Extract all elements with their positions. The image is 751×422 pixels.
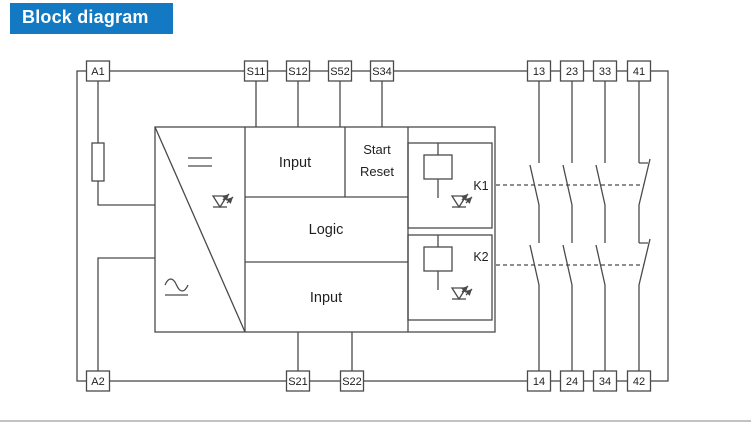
k1-cell xyxy=(407,142,493,229)
terminal-42: 42 xyxy=(626,370,652,392)
svg-text:S52: S52 xyxy=(330,66,350,78)
control-terminal-wires xyxy=(255,81,383,371)
no-contacts xyxy=(529,164,606,286)
terminal-14: 14 xyxy=(526,370,552,392)
supply-wires xyxy=(97,81,155,371)
svg-text:14: 14 xyxy=(533,376,545,388)
terminal-23: 23 xyxy=(559,60,585,82)
svg-text:S34: S34 xyxy=(372,66,392,78)
logic-label: Logic xyxy=(309,222,344,238)
input-top-label: Input xyxy=(279,155,311,171)
svg-text:S12: S12 xyxy=(288,66,308,78)
k2-label: K2 xyxy=(473,250,488,264)
terminal-s12: S12 xyxy=(285,60,311,82)
svg-text:24: 24 xyxy=(566,376,578,388)
svg-text:S22: S22 xyxy=(342,376,362,388)
power-supply-section xyxy=(154,126,246,333)
section-title: Block diagram xyxy=(22,7,149,27)
terminal-s34: S34 xyxy=(369,60,395,82)
svg-text:13: 13 xyxy=(533,66,545,78)
k1-led-icon xyxy=(452,194,472,207)
relay-k1: K1 xyxy=(407,142,493,229)
svg-text:34: 34 xyxy=(599,376,611,388)
module-body xyxy=(154,126,496,333)
terminal-33: 33 xyxy=(592,60,618,82)
terminal-s22: S22 xyxy=(339,370,365,392)
k2-led-icon xyxy=(452,286,472,299)
svg-text:23: 23 xyxy=(566,66,578,78)
enclosure-outline xyxy=(76,70,669,382)
terminal-24: 24 xyxy=(559,370,585,392)
k2-cell xyxy=(407,234,493,321)
svg-text:42: 42 xyxy=(633,376,645,388)
output-contact-wires xyxy=(538,81,640,371)
terminal-13: 13 xyxy=(526,60,552,82)
section-header: Block diagram xyxy=(10,3,173,34)
dc-symbol xyxy=(188,157,212,167)
relay-k2: K2 xyxy=(407,234,493,321)
fuse-icon xyxy=(91,142,105,182)
svg-text:S11: S11 xyxy=(247,66,266,78)
ac-symbol xyxy=(164,278,189,296)
reset-label: Reset xyxy=(360,164,394,179)
terminal-41: 41 xyxy=(626,60,652,82)
k1-coil xyxy=(423,154,453,180)
terminal-s52: S52 xyxy=(327,60,353,82)
module-dividers xyxy=(244,127,409,332)
k2-coil xyxy=(423,246,453,272)
terminal-s11: S11 xyxy=(243,60,269,82)
svg-text:41: 41 xyxy=(633,66,645,78)
terminal-s21: S21 xyxy=(285,370,311,392)
input-bottom-label: Input xyxy=(310,290,342,306)
power-led-icon xyxy=(213,194,233,207)
svg-text:A1: A1 xyxy=(91,66,104,78)
svg-text:33: 33 xyxy=(599,66,611,78)
k1-label: K1 xyxy=(473,179,488,193)
terminal-a2: A2 xyxy=(85,370,111,392)
svg-text:A2: A2 xyxy=(91,376,104,388)
terminal-a1: A1 xyxy=(85,60,111,82)
svg-text:S21: S21 xyxy=(288,376,308,388)
rectifier-diagonal xyxy=(154,126,246,333)
terminal-34: 34 xyxy=(592,370,618,392)
nc-contacts xyxy=(638,158,651,286)
start-label: Start xyxy=(363,142,391,157)
